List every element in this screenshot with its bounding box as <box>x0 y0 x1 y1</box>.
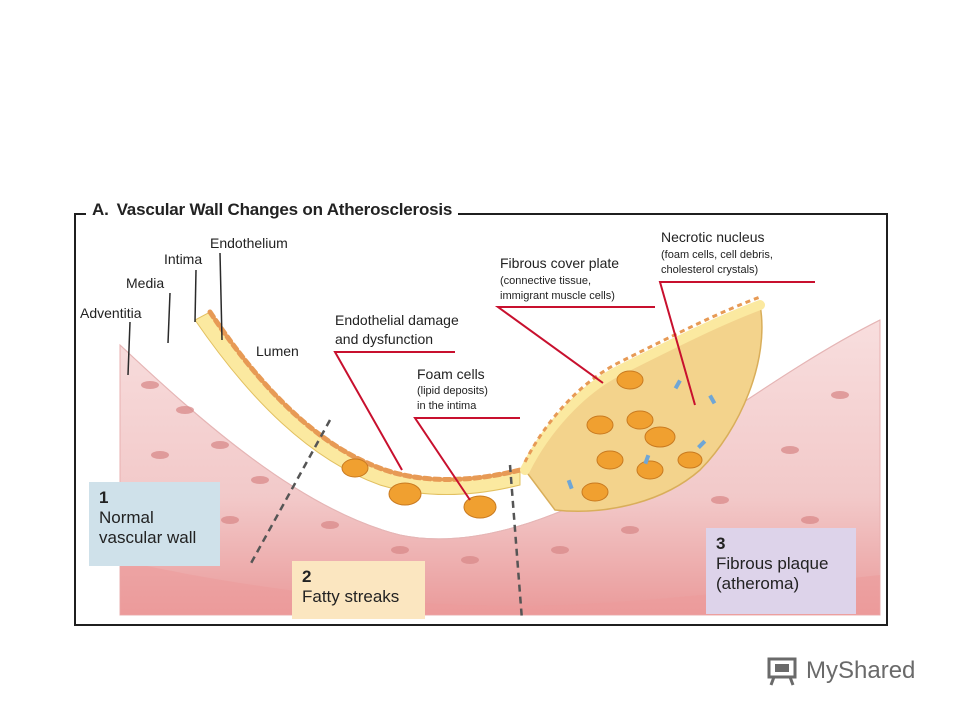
pointer-necrotic-nucleus <box>658 281 815 406</box>
label-necrotic-sub-2: cholesterol crystals) <box>661 264 759 276</box>
pointer-foam-cells <box>413 417 520 501</box>
stage-box-fatty-streaks: 2 Fatty streaks <box>292 561 425 619</box>
media-cell <box>781 446 799 454</box>
figure-title-text: Vascular Wall Changes on Atherosclerosis <box>116 200 453 219</box>
media-cell <box>801 516 819 524</box>
foam-cell <box>341 458 369 478</box>
media-cell <box>221 516 239 524</box>
figure-title-number: A. <box>92 200 109 219</box>
stage-number: 3 <box>716 534 726 553</box>
figure-frame <box>74 213 888 626</box>
pointer-adventitia <box>127 321 131 376</box>
foam-cell <box>616 370 644 390</box>
foam-cell <box>388 482 422 506</box>
foam-cells-plaque <box>581 370 703 502</box>
label-foam-cells-sub-1: (lipid deposits) <box>417 385 488 397</box>
presentation-board-icon <box>767 657 797 686</box>
media-cell <box>176 406 194 414</box>
label-fibrous-cover-sub-2: immigrant muscle cells) <box>500 290 615 302</box>
stage-divider-2 <box>508 464 524 621</box>
label-lumen: Lumen <box>256 343 299 359</box>
pointer-endothelium <box>219 252 223 341</box>
media-cell <box>151 451 169 459</box>
media-cell <box>251 476 269 484</box>
media-cell <box>141 381 159 389</box>
foam-cells-streak <box>341 458 497 519</box>
stage-label: vascular wall <box>99 528 197 547</box>
stage-number: 2 <box>302 567 312 586</box>
pointer-media <box>167 292 171 344</box>
label-endothelial-damage-1: Endothelial damage <box>335 312 459 328</box>
vessel-outer-edge <box>119 319 881 540</box>
label-endothelial-damage-2: and dysfunction <box>335 331 434 347</box>
crystal <box>643 454 651 465</box>
label-endothelium: Endothelium <box>210 235 288 251</box>
foam-cell <box>463 495 497 519</box>
media-cell <box>211 441 229 449</box>
media-cell <box>711 496 729 504</box>
stage-box-normal: 1 Normal vascular wall <box>89 482 220 566</box>
foam-cell <box>636 460 664 480</box>
label-fibrous-cover: Fibrous cover plate <box>500 255 620 271</box>
foam-cell <box>677 451 703 469</box>
label-fibrous-cover-sub-1: (connective tissue, <box>500 275 592 287</box>
figure-title: A. Vascular Wall Changes on Atheroscleros… <box>86 200 459 220</box>
stage-label: (atheroma) <box>716 574 800 593</box>
foam-cell <box>581 482 609 502</box>
pointer-intima <box>194 269 197 323</box>
label-adventitia: Adventitia <box>80 305 142 321</box>
media-cell <box>551 546 569 554</box>
crystal <box>566 479 574 490</box>
foam-cell <box>586 415 614 435</box>
media-cell <box>461 556 479 564</box>
media-cell <box>321 521 339 529</box>
crystal <box>708 394 717 405</box>
stage-number: 1 <box>99 488 109 507</box>
crystal <box>697 439 707 449</box>
media-cell <box>391 546 409 554</box>
label-necrotic-sub-1: (foam cells, cell debris, <box>661 249 773 261</box>
fibrous-cap <box>520 300 765 475</box>
endothelium-line <box>207 309 523 482</box>
fibrous-cap-edge <box>523 295 761 463</box>
logo-text: MyShared <box>806 657 916 684</box>
label-foam-cells-sub-2: in the intima <box>417 400 477 412</box>
media-cell <box>621 526 639 534</box>
foam-cell <box>644 426 676 448</box>
stage-divider-1 <box>248 419 332 566</box>
crystal <box>673 379 682 390</box>
label-necrotic-nucleus: Necrotic nucleus <box>661 229 765 245</box>
cholesterol-crystals <box>566 379 717 490</box>
media-cell <box>831 391 849 399</box>
media-cells <box>141 381 849 564</box>
stage-box-fibrous-plaque: 3 Fibrous plaque (atheroma) <box>706 528 856 614</box>
pointer-endothelial-damage <box>333 351 455 471</box>
label-media: Media <box>126 275 165 291</box>
foam-cell <box>626 410 654 430</box>
pointer-fibrous-cover <box>494 306 655 384</box>
stage-label: Normal <box>99 508 154 527</box>
stage-label: Fatty streaks <box>302 587 400 606</box>
stage-label: Fibrous plaque <box>716 554 829 573</box>
foam-cell <box>596 450 624 470</box>
label-intima: Intima <box>164 251 203 267</box>
label-foam-cells: Foam cells <box>417 366 485 382</box>
myshared-logo[interactable]: MyShared <box>766 656 915 686</box>
